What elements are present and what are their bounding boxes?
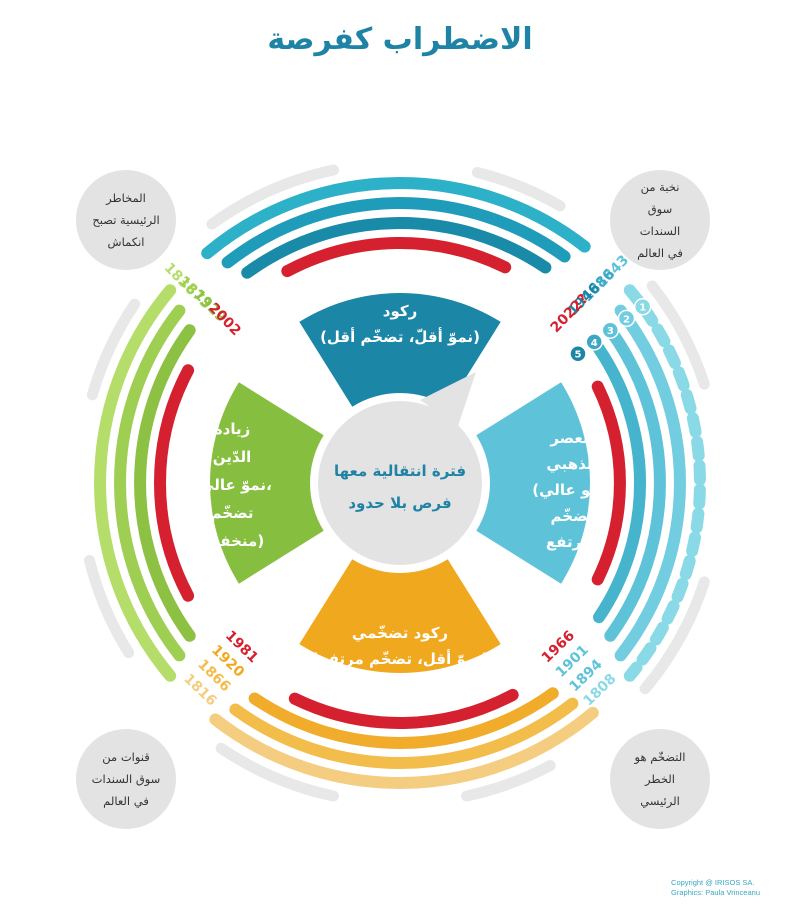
top-right-note-line: سوق (648, 202, 673, 217)
left-cycle-arc-1 (114, 304, 186, 662)
bottom-left-note-line: قنوات من (102, 750, 150, 765)
marker-circle (585, 333, 603, 351)
right-phase-label: العصر (549, 429, 593, 447)
bottom-cycle-arc-0 (209, 706, 599, 789)
right-phase-block (476, 382, 590, 584)
bottom-phase-block (299, 559, 501, 673)
grey-arc-5 (215, 742, 339, 802)
page-title: الاضطراب كفرصة (267, 22, 533, 57)
left-phase-label: الدّين (213, 448, 252, 466)
right-current-cycle-arc (591, 380, 626, 586)
bottom-left-note-line: في العالم (103, 794, 149, 808)
year-label: 2022? (548, 291, 592, 336)
bottom-left-note-line: سوق السندات (92, 772, 161, 787)
right-cycle-arc-3 (593, 342, 646, 624)
left-phase-label: تضخّم (211, 504, 254, 522)
grey-arc-6 (84, 554, 135, 659)
top-left-note-line: انكماش (108, 235, 145, 250)
right-phase-label: تضخّم (551, 507, 594, 525)
top-current-cycle-arc (281, 237, 512, 278)
corner-notes: المخاطر الرئيسية تصبح انكماش نخبة من سوق السن… (76, 170, 710, 829)
top-left-note-circle (76, 170, 176, 270)
grey-arc-7 (86, 298, 141, 401)
bottom-left-note-circle (76, 729, 176, 829)
bottom-cycle-arc-2 (248, 687, 559, 749)
bottom-phase-label: (نموّ أقل، تضخّم مرتفع) (312, 649, 489, 668)
grey-arc-4 (461, 760, 556, 802)
marker-circle (633, 297, 652, 316)
grey-arc-3 (639, 576, 710, 695)
marker-number: 5 (575, 350, 582, 361)
bottom-current-cycle-arc (288, 688, 519, 729)
speech-pointer (420, 372, 476, 426)
right-phase-label: مرتفع) (546, 533, 598, 551)
bottom-phase-label: ركود تضخّمي (352, 624, 448, 642)
top-phase-label: (نموّ أقلّ، تضخّم أقل) (320, 327, 480, 346)
bottom-right-note-line: الخطر (644, 772, 675, 787)
marker-circle (601, 321, 620, 339)
top-phase-label: ركود (383, 302, 417, 320)
year-label: 2002 (205, 300, 244, 339)
right-phase-label: (نمو عالي، (532, 481, 612, 499)
bottom-right-note-line: التضخّم هو (634, 750, 686, 765)
top-right-note-line: السندات (640, 224, 681, 238)
graphics-credit: Graphics: Paula Vrinceanu (671, 888, 760, 897)
marker-number: 3 (607, 326, 614, 337)
left-phase-label: منخفض) (200, 532, 264, 550)
marker-circle (617, 309, 636, 328)
bottom-cycle-arc-1 (229, 697, 579, 769)
left-phase-block (210, 382, 324, 584)
top-left-note-line: الرئيسية تصبح (92, 213, 159, 228)
left-cycle-arc-0 (94, 284, 177, 682)
top-right-note-line: نخبة من (641, 180, 680, 195)
marker-number: 4 (591, 338, 598, 349)
bottom-right-note-line: الرئيسي (640, 794, 680, 809)
marker-number: 2 (623, 314, 630, 325)
grey-arc-2 (646, 280, 710, 390)
grey-arc-0 (206, 164, 339, 230)
center-text-line: فترة انتقالية معها (334, 462, 466, 480)
right-cycle-arc-1 (614, 304, 686, 662)
top-phase-block (299, 293, 501, 407)
copyright-line: Copyright @ IRISOS SA. (671, 878, 755, 887)
cycle-arcs (84, 164, 710, 802)
left-phase-label: زيادة (214, 420, 250, 438)
top-cycle-arc-0 (201, 177, 591, 260)
marker-circle (569, 344, 587, 363)
left-current-cycle-arc (154, 364, 195, 602)
top-left-note-line: المخاطر (105, 191, 146, 206)
center-text-line: فرص بلا حدود (348, 494, 451, 512)
top-cycle-arc-2 (241, 217, 552, 279)
left-cycle-arc-2 (134, 324, 196, 642)
right-phase-label: الذهبي (546, 455, 597, 473)
top-right-note-circle (610, 170, 710, 270)
right-cycle-arc-2 (604, 324, 666, 642)
top-cycle-arc-1 (221, 197, 571, 269)
copyright: Copyright @ IRISOS SA. Graphics: Paula V… (671, 878, 760, 898)
left-phase-label: (نموّ عالي، (192, 476, 272, 494)
grey-arc-1 (471, 167, 566, 212)
right-cycle-arc-0 (623, 284, 706, 682)
marker-number: 1 (639, 303, 646, 314)
bottom-right-note-circle (610, 729, 710, 829)
center-circle (318, 401, 482, 565)
top-right-note-line: في العالم (637, 246, 683, 260)
center-bubble: فترة انتقالية معها فرص بلا حدود (318, 372, 482, 565)
quadrant-blocks: ركود (نموّ أقلّ، تضخّم أقل) العصر الذهبي (نم… (192, 293, 612, 673)
